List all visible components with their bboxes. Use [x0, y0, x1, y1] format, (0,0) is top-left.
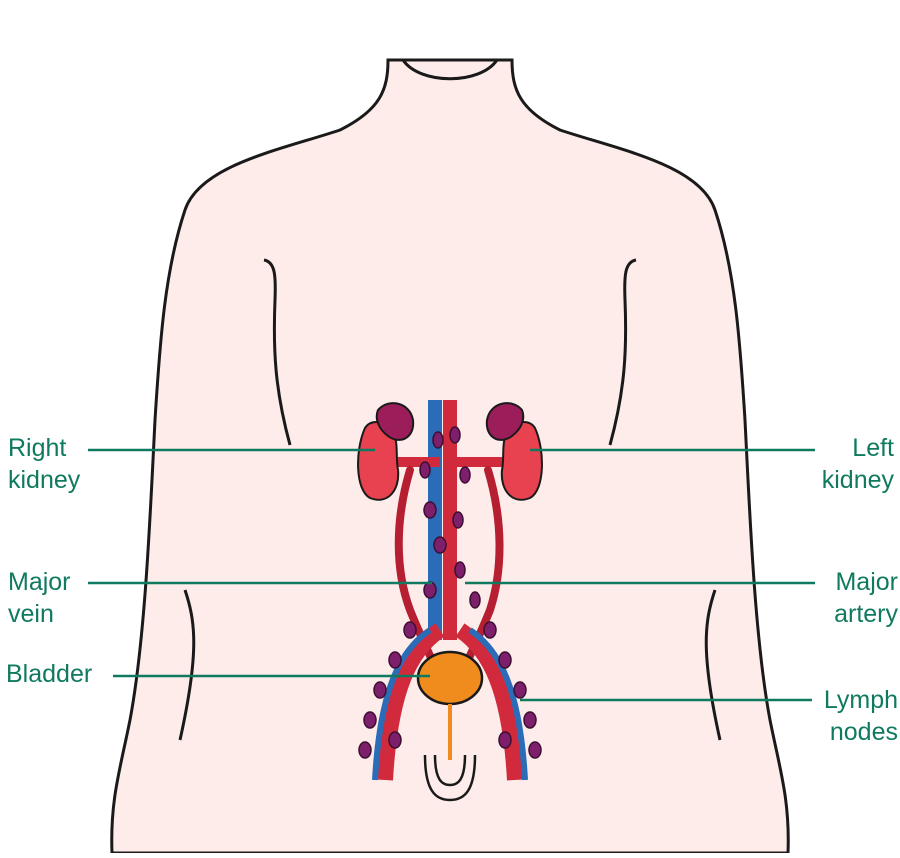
lymph-node	[388, 731, 402, 749]
right-iliac-artery	[377, 623, 445, 781]
right-iliac-vein	[372, 627, 432, 781]
artery-trunk	[443, 400, 457, 640]
lymph-node	[432, 431, 444, 449]
left-waist-line	[704, 589, 722, 741]
label-major-artery: Major artery	[834, 568, 898, 628]
left-iliac-artery	[455, 623, 523, 781]
lymph-node	[454, 561, 466, 579]
lymph-node	[423, 501, 437, 519]
genital-outline	[423, 754, 477, 802]
label-right-kidney: Right kidney	[8, 434, 81, 494]
label-bladder: Bladder	[6, 660, 93, 688]
lymph-node	[373, 681, 387, 699]
lymph-node	[403, 621, 417, 639]
lymph-node	[452, 511, 464, 529]
lymph-node	[459, 466, 471, 484]
left-iliac-vein	[468, 627, 528, 781]
lymph-node	[358, 741, 372, 759]
lymph-node	[419, 461, 431, 479]
lymph-node	[498, 731, 512, 749]
right-arm-line	[263, 258, 292, 446]
lymph-node	[528, 741, 542, 759]
lymph-nodes	[358, 426, 542, 759]
label-lymph-nodes: Lymph nodes	[823, 686, 898, 746]
neck-line	[401, 59, 499, 81]
right-kidney	[357, 402, 415, 501]
label-left-kidney: Left kidney	[821, 434, 894, 494]
lymph-node	[449, 426, 461, 444]
left-kidney	[485, 402, 543, 501]
lymph-node	[469, 591, 481, 609]
lymph-node	[433, 536, 447, 554]
left-arm-line	[608, 258, 637, 446]
lymph-node	[388, 651, 402, 669]
right-waist-line	[178, 589, 196, 741]
lymph-node	[483, 621, 497, 639]
bladder	[416, 650, 484, 760]
leader-lines	[88, 448, 815, 702]
lymph-node	[523, 711, 537, 729]
lymph-node	[513, 681, 527, 699]
lymph-node	[363, 711, 377, 729]
label-major-vein: Major vein	[8, 568, 71, 628]
lymph-node	[498, 651, 512, 669]
lymph-node	[423, 581, 437, 599]
